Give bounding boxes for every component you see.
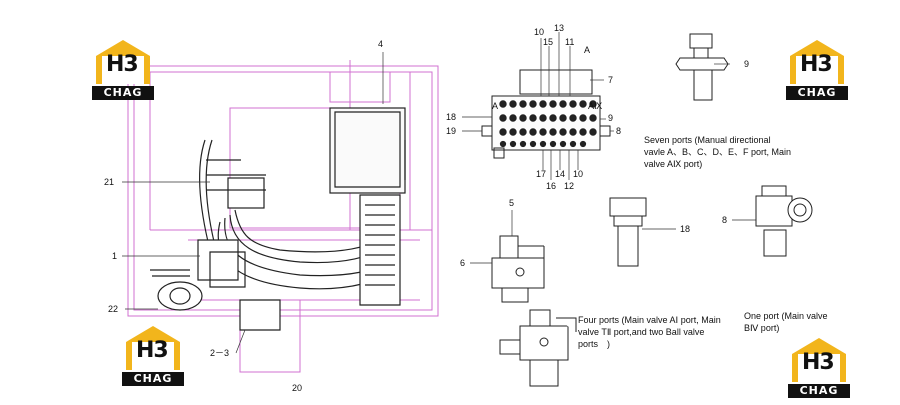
callout-10-bottom: 10 [573, 169, 584, 179]
callout-21: 21 [104, 177, 115, 187]
logo-word: CHAG [92, 86, 154, 100]
callout-1: 1 [112, 251, 118, 261]
callout-19: 19 [446, 126, 457, 136]
logo-mark: H3 [800, 52, 833, 77]
note-seven-ports: Seven ports (Manual directional vavle A、… [644, 135, 792, 169]
callout-22: 22 [108, 304, 119, 314]
callout-4: 4 [378, 39, 384, 49]
brand-logo: H3 CHAG [788, 336, 850, 398]
fitting-8 [732, 185, 813, 257]
callout-14: 14 [555, 169, 566, 179]
callout-7: 7 [608, 75, 614, 85]
logo-frame-icon [96, 40, 150, 84]
note-one-port: One port (Main valve BⅣ port) [744, 311, 828, 333]
callout-2-3: 2－3 [210, 348, 230, 358]
ball-valve-assembly [470, 210, 545, 303]
callout-8-fitting: 8 [722, 215, 728, 225]
fitting-18 [609, 197, 676, 267]
note-four-ports: Four ports (Main valve AⅠ port, Main val… [578, 315, 721, 349]
callout-aix: AⅨ [588, 101, 603, 111]
main-hydraulic-assembly [150, 107, 406, 331]
callout-11: 11 [565, 37, 575, 47]
callout-a-left: A [492, 101, 499, 111]
logo-word: CHAG [122, 372, 184, 386]
callout-16: 16 [546, 181, 557, 191]
callout-a-top: A [584, 45, 591, 55]
logo-frame-icon [792, 338, 846, 382]
leader-lines-left [122, 52, 384, 354]
logo-mark: H3 [136, 338, 169, 363]
callout-9-valve: 9 [608, 113, 614, 123]
callout-20: 20 [292, 383, 303, 393]
logo-word: CHAG [786, 86, 848, 100]
callout-9-fitting: 9 [744, 59, 750, 69]
callout-13: 13 [554, 23, 565, 33]
multiway-valve-block [462, 32, 614, 180]
logo-word: CHAG [788, 384, 850, 398]
callout-10-top: 10 [534, 27, 545, 37]
logo-mark: H3 [802, 350, 835, 375]
brand-logo: H3 CHAG [122, 324, 184, 386]
callout-6: 6 [460, 258, 466, 268]
logo-mark: H3 [106, 52, 139, 77]
callout-17: 17 [536, 169, 547, 179]
logo-frame-icon [126, 326, 180, 370]
callout-5: 5 [509, 198, 515, 208]
brand-logo: H3 CHAG [92, 38, 154, 100]
callout-15: 15 [543, 37, 554, 47]
callout-8-valve: 8 [616, 126, 622, 136]
callout-18-valve: 18 [446, 112, 457, 122]
callout-18-fitting: 18 [680, 224, 691, 234]
brand-logo: H3 CHAG [786, 38, 848, 100]
logo-frame-icon [790, 40, 844, 84]
callout-12: 12 [564, 181, 575, 191]
four-port-assembly [499, 309, 577, 387]
fitting-9 [675, 33, 730, 101]
